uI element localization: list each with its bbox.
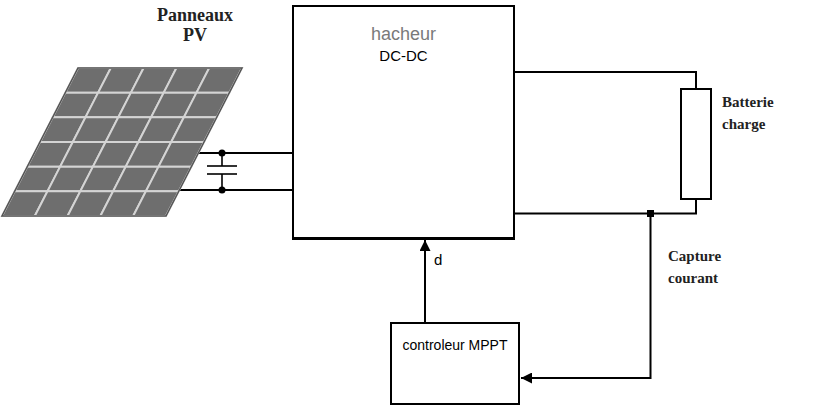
converter-type: DC-DC (294, 46, 513, 66)
wire (198, 152, 292, 154)
battery-load: Batterie charge (680, 88, 820, 200)
signal-arrow (424, 240, 426, 322)
mppt-controller: controleur MPPT (390, 322, 520, 405)
converter-name: hacheur (294, 23, 513, 46)
capacitor-symbol (207, 153, 237, 190)
battery-outline (680, 88, 712, 200)
panel-illustration (0, 0, 252, 220)
sensor-label: Capture courant (668, 246, 760, 290)
wire (179, 189, 292, 191)
converter-box: hacheurDC-DC (292, 5, 515, 240)
wire (515, 72, 696, 88)
solar-panel: Panneaux PV (0, 0, 252, 220)
wire (515, 200, 696, 214)
controller-label: controleur MPPT (400, 336, 510, 355)
signal-name: d (434, 251, 442, 268)
panel-label: Panneaux PV (145, 6, 245, 46)
edge-label-holder: d (434, 251, 442, 268)
sensor-line (521, 217, 651, 378)
label-holder: Capture courant (668, 246, 760, 290)
battery-label: Batterie charge (722, 92, 814, 136)
panel-frame (2, 68, 242, 216)
